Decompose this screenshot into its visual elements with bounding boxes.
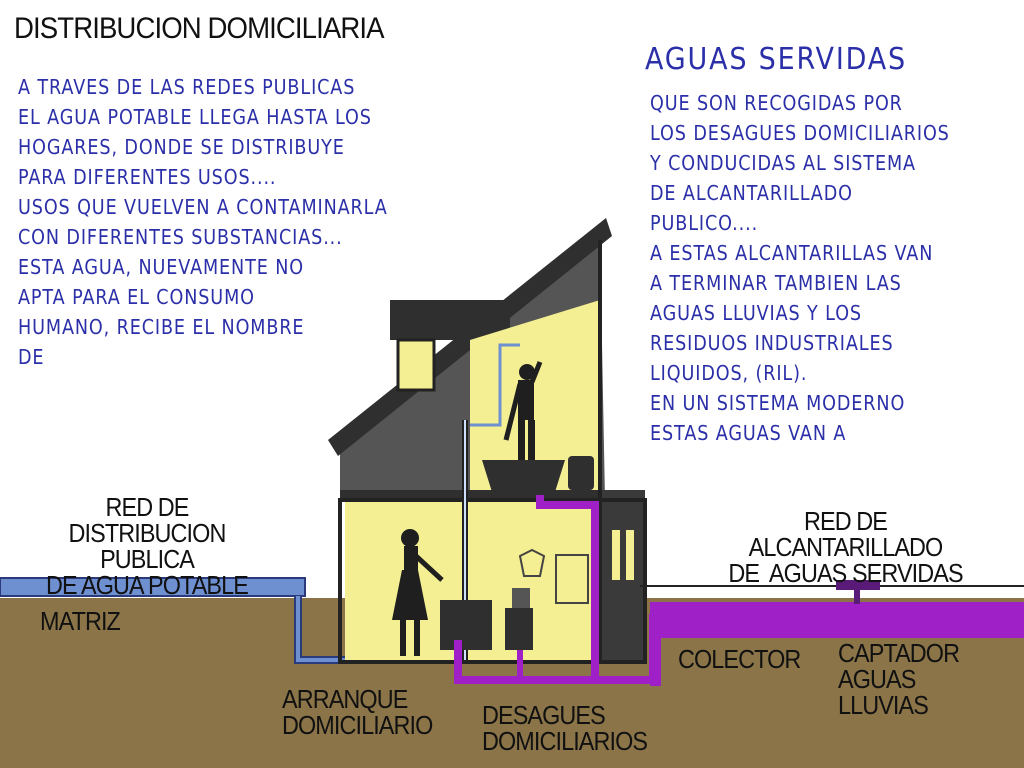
left-line: EL AGUA POTABLE LLEGA HASTA LOS — [18, 105, 372, 129]
upper-room — [470, 300, 600, 490]
water-main-pipe — [0, 577, 306, 597]
right-line: QUE SON RECOGIDAS POR — [650, 91, 903, 115]
left-description: A TRAVES DE LAS REDES PUBLICAS EL AGUA P… — [18, 72, 388, 372]
sewer-main-pipe — [650, 602, 1024, 638]
label-line: ARRANQUE — [282, 684, 408, 714]
label-red-alcantarillado: RED DE ALCANTARILLADO DE AGUAS SERVIDAS — [706, 508, 985, 586]
right-line: Y CONDUCIDAS AL SISTEMA — [650, 151, 916, 175]
left-line: HUMANO, RECIBE EL NOMBRE — [18, 315, 305, 339]
label-line: DE AGUA POTABLE — [46, 570, 249, 600]
person-upstairs — [503, 361, 543, 460]
label-line: RED DE DISTRIBUCION — [68, 492, 227, 548]
left-line: A TRAVES DE LAS REDES PUBLICAS — [18, 75, 356, 99]
label-captador: CAPTADOR AGUAS LLUVIAS — [838, 640, 1005, 718]
right-line: A ESTAS ALCANTARILLAS VAN — [650, 241, 934, 265]
right-line: A TERMINAR TAMBIEN LAS — [650, 271, 902, 295]
bathtub — [482, 460, 565, 492]
right-line: ESTAS AGUAS VAN A — [650, 421, 847, 445]
label-desagues: DESAGUES DOMICILIARIOS — [482, 700, 648, 756]
label-colector: COLECTOR — [678, 644, 801, 674]
right-line: LOS DESAGUES DOMICILIARIOS — [650, 121, 950, 145]
right-line: AGUAS LLUVIAS Y LOS — [650, 301, 862, 325]
label-line: PUBLICA — [100, 544, 195, 574]
right-line: LIQUIDOS, (RIL). — [650, 361, 808, 385]
label-line: CAPTADOR — [838, 638, 960, 668]
left-line: ESTA AGUA, NUEVAMENTE NO — [18, 255, 304, 279]
left-line: HOGARES, DONDE SE DISTRIBUYE — [18, 135, 345, 159]
right-heading: AGUAS SERVIDAS — [645, 42, 907, 77]
label-red-distribucion: RED DE DISTRIBUCION PUBLICA DE AGUA POTA… — [30, 494, 264, 598]
left-line: PARA DIFERENTES USOS.... — [18, 165, 277, 189]
house-drain-pipes — [454, 495, 650, 684]
right-description: QUE SON RECOGIDAS POR LOS DESAGUES DOMIC… — [650, 88, 950, 448]
rain-catcher — [836, 580, 880, 590]
left-line: APTA PARA EL CONSUMO — [18, 285, 255, 309]
right-line: EN UN SISTEMA MODERNO — [650, 391, 906, 415]
label-line: RED DE ALCANTARILLADO — [748, 506, 944, 562]
left-line: USOS QUE VUELVEN A CONTAMINARLA — [18, 195, 388, 219]
page-title: DISTRIBUCION DOMICILIARIA — [14, 12, 385, 45]
label-line: DESAGUES — [482, 700, 606, 730]
person-downstairs — [392, 529, 444, 656]
label-line: DOMICILIARIO — [282, 710, 433, 740]
left-line: DE — [18, 345, 45, 369]
label-matriz: MATRIZ — [40, 606, 121, 636]
right-line: DE ALCANTARILLADO — [650, 181, 853, 205]
label-line: DOMICILIARIOS — [482, 726, 648, 756]
toilet — [568, 456, 594, 490]
house-dormer — [390, 300, 510, 340]
right-line: PUBLICO.... — [650, 211, 759, 235]
label-line: AGUAS LLUVIAS — [838, 664, 929, 720]
right-line: RESIDUOS INDUSTRIALES — [650, 331, 894, 355]
label-line: DE AGUAS SERVIDAS — [728, 558, 963, 588]
label-arranque: ARRANQUE DOMICILIARIO — [282, 684, 433, 740]
sink — [440, 600, 492, 650]
house-side-wall — [600, 490, 645, 660]
left-line: CON DIFERENTES SUBSTANCIAS... — [18, 225, 343, 249]
